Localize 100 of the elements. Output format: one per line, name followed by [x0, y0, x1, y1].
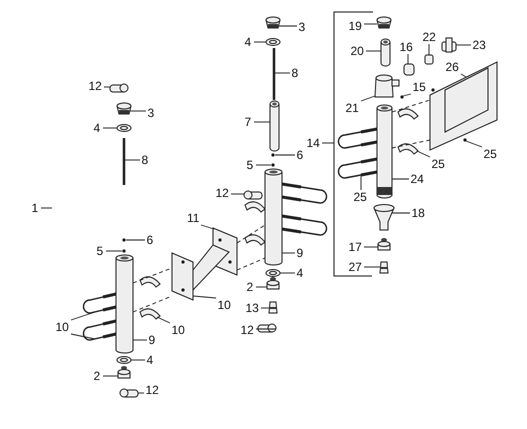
- elbow-fitting-drawing: [120, 388, 138, 398]
- leader-line: [70, 334, 96, 340]
- washer-drawing: [116, 356, 132, 364]
- callout-number: 4: [146, 354, 154, 366]
- leader-line: [132, 268, 172, 284]
- callout-number: 10: [170, 324, 186, 336]
- callout-number: 9: [148, 334, 156, 346]
- callout-number: 14: [306, 137, 321, 149]
- u-bolt-drawing: [82, 292, 116, 314]
- leader-line: [392, 140, 430, 148]
- group-bracket: [334, 12, 374, 276]
- funnel-fitting-drawing: [373, 204, 395, 230]
- leader-line: [200, 224, 214, 230]
- leader-line: [106, 250, 122, 252]
- leader-line: [360, 176, 362, 190]
- leader-line: [256, 286, 268, 288]
- callout-number: 25: [352, 191, 368, 203]
- leader-line: [70, 312, 96, 320]
- leader-line: [156, 316, 170, 324]
- leader-line: [104, 86, 110, 88]
- leader-line: [428, 44, 430, 56]
- washer-drawing: [266, 269, 280, 277]
- callout-number: 25: [482, 148, 498, 160]
- callout-number: 22: [422, 31, 437, 43]
- tube-drawing: [270, 100, 280, 152]
- callout-number: 15: [412, 81, 427, 93]
- callout-number: 4: [296, 267, 304, 279]
- callout-number: 24: [410, 173, 425, 185]
- tube-drawing: [116, 254, 134, 354]
- tube-drawing: [380, 38, 390, 66]
- clamp-drawing: [140, 308, 160, 320]
- callout-number: 23: [472, 39, 487, 51]
- elbow-fitting-drawing: [110, 84, 128, 92]
- callout-number: 11: [186, 212, 200, 224]
- washer-drawing: [116, 124, 132, 132]
- leader-line: [138, 392, 144, 394]
- nipple-drawing: [424, 54, 434, 64]
- leader-line: [416, 150, 430, 158]
- callout-number: 12: [214, 187, 230, 199]
- leader-line: [402, 94, 412, 96]
- callout-number: 20: [350, 45, 365, 57]
- u-bolt-drawing: [82, 320, 116, 341]
- leader-line: [456, 44, 472, 46]
- callout-number: 13: [244, 302, 260, 314]
- callout-number: 8: [290, 67, 300, 79]
- leader-line: [256, 164, 272, 166]
- leader-line: [132, 296, 172, 312]
- ball-drawing: [271, 163, 275, 167]
- callout-number: 6: [296, 149, 304, 161]
- callout-number: 17: [348, 241, 363, 253]
- u-bolt-drawing: [338, 158, 378, 179]
- leader-line: [466, 140, 482, 148]
- callout-number: 27: [348, 261, 363, 273]
- fitting-drawing: [404, 64, 414, 76]
- mounting-bracket-drawing: [430, 61, 498, 151]
- leader-line: [236, 224, 266, 244]
- rod-drawing: [122, 138, 126, 185]
- rod-drawing: [272, 48, 276, 100]
- fitting-drawing: [379, 262, 389, 274]
- fitting-drawing: [268, 302, 278, 314]
- callout-number: 6: [146, 234, 154, 246]
- callout-number: 8: [140, 154, 150, 166]
- nut-drawing: [118, 366, 130, 378]
- callout-number: 12: [88, 80, 103, 92]
- tee-fitting-drawing: [442, 38, 456, 52]
- callout-number: 1: [30, 202, 40, 214]
- callout-number: 4: [92, 122, 102, 134]
- ball-drawing: [400, 95, 404, 99]
- callout-number: 19: [348, 20, 363, 32]
- leader-line: [392, 100, 430, 112]
- callout-number: 25: [430, 158, 446, 170]
- nut-drawing: [378, 238, 390, 250]
- leader-line: [282, 252, 296, 254]
- elbow-fitting-drawing: [244, 190, 262, 200]
- wall-bracket-drawing: [192, 227, 238, 292]
- leader-line: [460, 74, 466, 78]
- callout-number: 21: [344, 102, 360, 114]
- leader-line: [366, 50, 382, 52]
- callout-number: 2: [92, 370, 102, 382]
- callout-number: 4: [244, 36, 252, 48]
- callout-number: 9: [296, 247, 304, 259]
- tube-drawing: [376, 104, 392, 198]
- callout-number: 10: [216, 299, 232, 311]
- leader-line: [256, 328, 276, 330]
- nut-drawing: [266, 277, 280, 290]
- callout-number: 3: [146, 107, 156, 119]
- ball-drawing: [122, 238, 126, 242]
- leader-line: [392, 178, 410, 180]
- leader-line: [274, 154, 296, 156]
- screw-drawing: [463, 138, 467, 142]
- leader-line: [130, 110, 146, 112]
- ball-drawing: [271, 153, 275, 157]
- tee-body-drawing: [374, 74, 400, 98]
- leader-line: [322, 142, 334, 144]
- callout-number: 10: [54, 321, 70, 333]
- washer-drawing: [266, 38, 280, 46]
- callout-number: 18: [410, 207, 426, 219]
- leader-line: [364, 266, 380, 268]
- callout-number: 5: [96, 245, 104, 257]
- leader-line: [360, 96, 376, 102]
